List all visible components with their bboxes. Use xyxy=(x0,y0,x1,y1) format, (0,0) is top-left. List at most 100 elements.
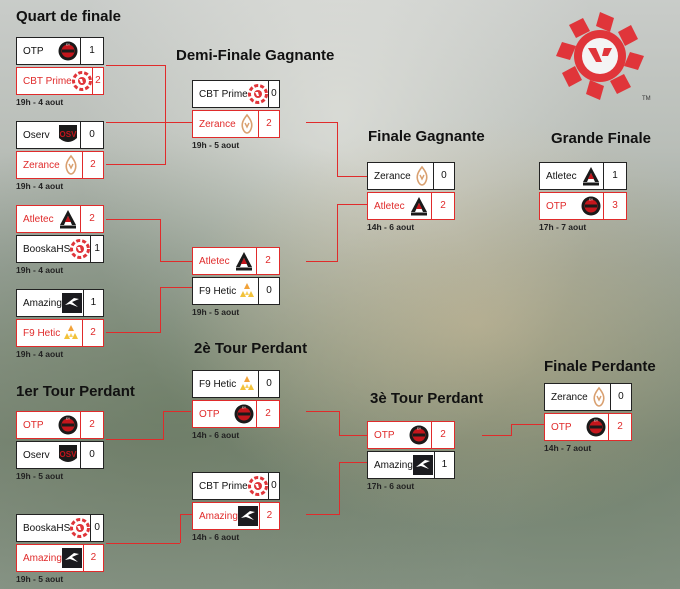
team-name: OTP xyxy=(551,421,572,433)
team-name: F9 Hetic xyxy=(199,285,237,297)
svg-text:OSV: OSV xyxy=(60,130,78,139)
team-row: Atletec 2 xyxy=(367,192,455,220)
team-name: OTP xyxy=(546,200,567,212)
team-row: Zerance 2 xyxy=(16,151,104,179)
team-score: 0 xyxy=(267,473,279,499)
connector-line xyxy=(106,122,166,123)
cbt-team-logo-icon xyxy=(70,238,91,260)
match-card: Atletec 2 F9 Hetic 0 19h - 5 aout xyxy=(192,247,280,317)
team-name: CBT Prime xyxy=(23,75,72,87)
team-name: Amazing xyxy=(374,459,413,471)
match-date: 14h - 6 aout xyxy=(192,430,240,440)
cbt-team-logo-icon xyxy=(70,517,91,539)
connector-line xyxy=(106,543,180,544)
team-row: OTP EV 2 xyxy=(16,411,104,439)
team-score: 2 xyxy=(82,320,103,346)
team-name: OTP xyxy=(23,45,44,57)
otp-team-logo-icon: EV xyxy=(584,416,608,438)
team-row: OTP EV 2 xyxy=(367,421,455,449)
connector-line xyxy=(106,65,166,66)
heading-quarterfinal: Quart de finale xyxy=(16,8,122,25)
connector-line xyxy=(163,411,191,412)
connector-line xyxy=(160,287,161,332)
atletec-team-logo-icon xyxy=(56,208,80,230)
match-card: CBT Prime 0 Zerance 2 19h - 5 aout xyxy=(192,80,280,150)
connector-line xyxy=(106,439,164,440)
connector-line xyxy=(160,261,192,262)
heading-losers-round3: 3è Tour Perdant xyxy=(370,390,484,407)
team-score: 0 xyxy=(432,163,454,189)
connector-line xyxy=(339,462,367,463)
f9-team-logo-icon xyxy=(60,322,82,344)
connector-line xyxy=(165,65,166,122)
svg-text:EV: EV xyxy=(242,406,246,410)
match-card: OTP EV 2 Amazing 1 17h - 6 aout xyxy=(367,421,455,491)
match-card: F9 Hetic 0 OTP EV 2 14h - 6 aout xyxy=(192,370,280,440)
team-name: F9 Hetic xyxy=(199,378,237,390)
team-name: CBT Prime xyxy=(199,480,248,492)
team-row: Atletec 1 xyxy=(539,162,627,190)
connector-line xyxy=(180,514,192,515)
team-score: 2 xyxy=(258,503,279,529)
team-row: OTP EV 3 xyxy=(539,192,627,220)
team-name: Amazing xyxy=(23,297,62,309)
otp-team-logo-icon: EV xyxy=(56,414,80,436)
team-name: BooskaHS xyxy=(23,243,71,255)
team-score: 2 xyxy=(80,412,103,438)
team-score: 2 xyxy=(80,206,103,232)
match-card: Atletec 2 BooskaHS 1 19h - 4 aout xyxy=(16,205,104,275)
heading-winners-final: Finale Gagnante xyxy=(368,128,485,145)
team-name: Zerance xyxy=(374,170,411,182)
match-card: CBT Prime 0 Amazing 2 14h - 6 aout xyxy=(192,472,280,542)
connector-line xyxy=(337,176,367,177)
team-row: Zerance 0 xyxy=(544,383,632,411)
team-row: Zerance 0 xyxy=(367,162,455,190)
team-row: F9 Hetic 0 xyxy=(192,277,280,305)
team-row: Atletec 2 xyxy=(192,247,280,275)
team-name: Zerance xyxy=(199,118,236,130)
team-row: Amazing 2 xyxy=(192,502,280,530)
zerance-team-logo-icon xyxy=(588,386,610,408)
connector-line xyxy=(106,219,161,220)
match-card: BooskaHS 0 Amazing 2 19h - 5 aout xyxy=(16,514,104,584)
connector-line xyxy=(160,219,161,261)
svg-text:EV: EV xyxy=(594,419,598,423)
team-row: F9 Hetic 0 xyxy=(192,370,280,398)
match-date: 19h - 4 aout xyxy=(16,265,64,275)
atletec-team-logo-icon xyxy=(232,250,256,272)
team-row: Amazing 1 xyxy=(367,451,455,479)
match-card: Amazing 1 F9 Hetic 2 19h - 4 aout xyxy=(16,289,104,359)
team-score: 0 xyxy=(609,384,631,410)
team-name: Atletec xyxy=(199,255,230,267)
team-score: 2 xyxy=(431,422,454,448)
team-score: 2 xyxy=(256,401,279,427)
match-card: Oserv OSV 0 Zerance 2 19h - 4 aout xyxy=(16,121,104,191)
team-score: 1 xyxy=(80,38,103,64)
team-score: 2 xyxy=(91,68,103,94)
match-card: OTP EV 2 Oserv OSV 0 19h - 5 aout xyxy=(16,411,104,481)
svg-text:EV: EV xyxy=(417,427,421,431)
team-score: 2 xyxy=(257,111,279,137)
team-score: 0 xyxy=(80,122,103,148)
team-score: 2 xyxy=(82,545,103,571)
connector-line xyxy=(337,204,338,261)
osv-team-logo-icon: OSV xyxy=(56,124,80,146)
amazing-team-logo-icon xyxy=(413,454,434,476)
team-row: Oserv OSV 0 xyxy=(16,441,104,469)
trademark-mark: TM xyxy=(642,96,651,102)
connector-line xyxy=(106,164,166,165)
cbt-team-logo-icon xyxy=(247,83,268,105)
osv-team-logo-icon: OSV xyxy=(56,444,80,466)
otp-team-logo-icon: EV xyxy=(579,195,603,217)
match-date: 14h - 6 aout xyxy=(367,222,415,232)
zerance-team-logo-icon xyxy=(236,113,258,135)
connector-line xyxy=(306,411,340,412)
team-score: 0 xyxy=(258,371,279,397)
match-date: 19h - 5 aout xyxy=(192,307,240,317)
connector-line xyxy=(166,122,192,123)
team-name: Zerance xyxy=(23,159,60,171)
team-name: OTP xyxy=(199,408,220,420)
connector-line xyxy=(511,424,544,425)
match-card: Atletec 1 OTP EV 3 17h - 7 aout xyxy=(539,162,627,232)
